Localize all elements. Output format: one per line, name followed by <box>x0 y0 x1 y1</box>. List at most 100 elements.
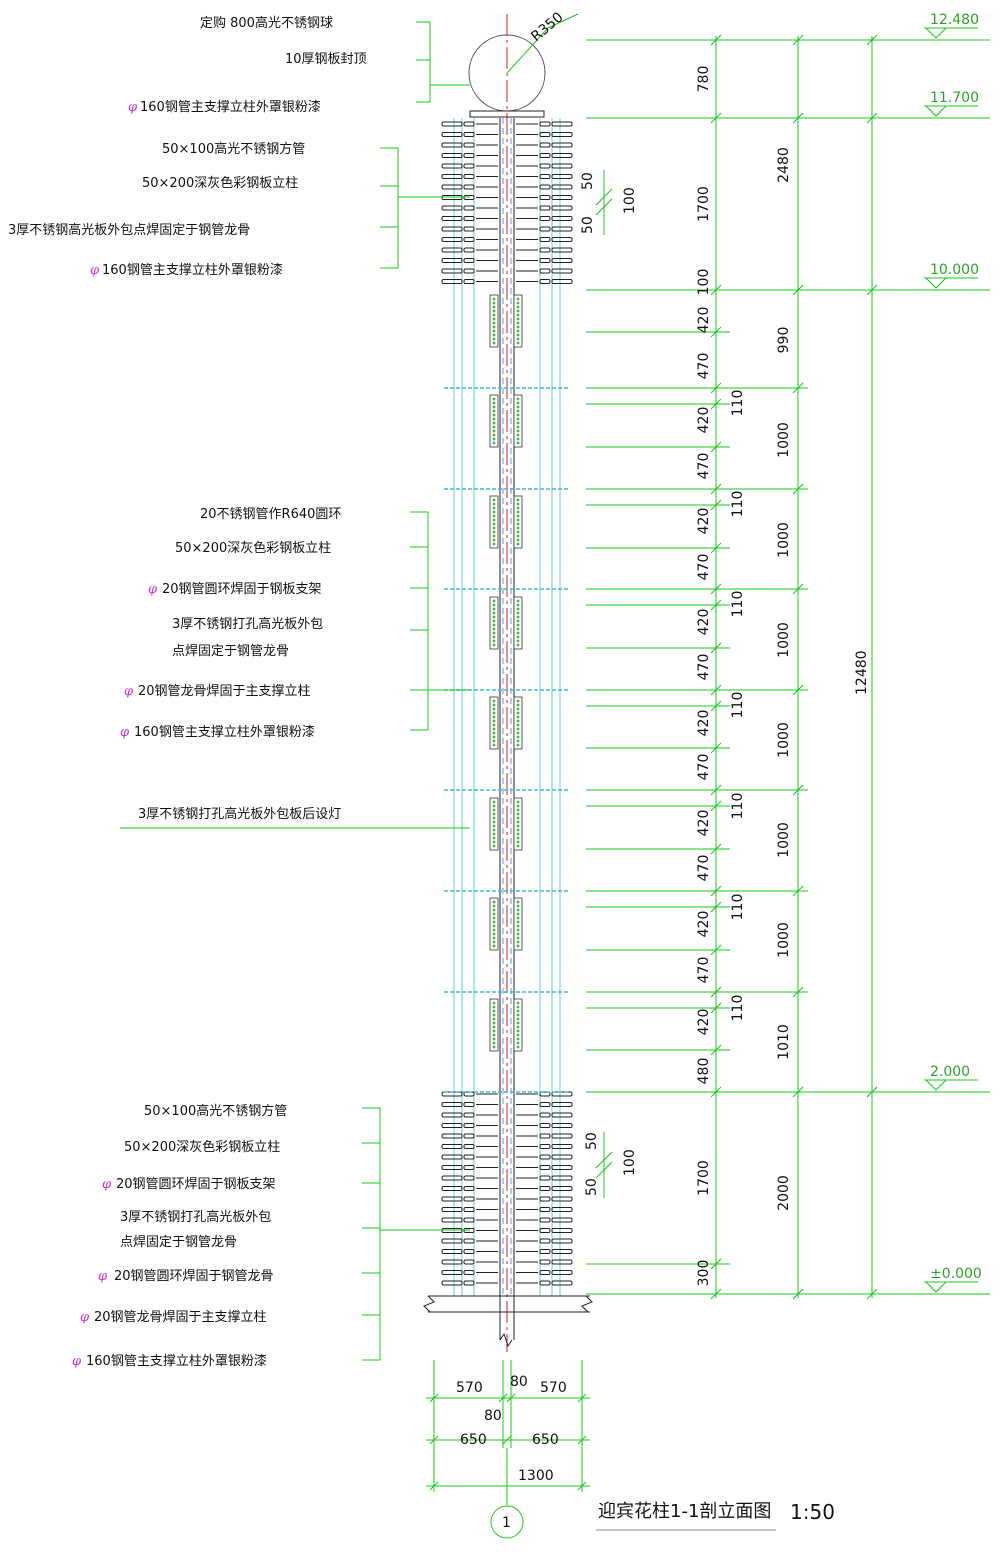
dim-col1-value: 470 <box>696 957 712 984</box>
elevation-triangle-icon <box>924 27 948 39</box>
dim-tick <box>710 885 722 897</box>
perforation-dot <box>516 530 520 534</box>
square-tube-segment <box>551 247 573 253</box>
note-ring-welded: 20钢管圆环焊固于钢板支架 <box>162 581 322 597</box>
square-tube-segment <box>441 163 463 169</box>
perforation-dot <box>492 341 496 345</box>
note-keel-welded: 20钢管龙骨焊固于主支撑立柱 <box>94 1309 267 1325</box>
perforation-dot <box>492 309 496 313</box>
square-tube-segment <box>463 1123 475 1128</box>
perforation-dot <box>492 510 496 514</box>
dim-tick <box>866 1086 878 1098</box>
perforation-dot <box>516 932 520 936</box>
note-ring-welded: 20钢管圆环焊固于钢板支架 <box>116 1176 276 1192</box>
perforation-dot <box>516 510 520 514</box>
perforation-dot <box>492 1017 496 1021</box>
perforated-panel <box>489 696 499 750</box>
square-tube-segment <box>463 174 475 179</box>
square-tube-segment <box>463 1186 475 1191</box>
perforation-dot <box>516 301 520 305</box>
perforation-dot <box>516 1037 520 1041</box>
perforation-dot <box>516 824 520 828</box>
note-main-pipe: 160钢管主支撑立柱外罩银粉漆 <box>102 262 283 278</box>
perforated-panel <box>513 596 523 650</box>
ring-bands <box>444 387 570 1093</box>
axis-bubble <box>490 1505 524 1539</box>
square-tube-segment <box>463 1259 475 1265</box>
dim-tick <box>866 34 878 46</box>
dim-tick <box>710 1044 722 1056</box>
square-tube-segment <box>441 226 463 232</box>
perforation-dot <box>516 333 520 337</box>
perforation-dot <box>492 928 496 932</box>
dim-col3-value: 990 <box>776 327 792 354</box>
square-tube-segment <box>463 1154 475 1160</box>
perforation-dot <box>492 739 496 743</box>
dim-tick <box>710 684 722 696</box>
square-tube-segment <box>551 268 573 274</box>
perforation-dot <box>516 916 520 920</box>
perforated-panel <box>513 696 523 750</box>
note-main-pipe: 160钢管主支撑立柱外罩银粉漆 <box>86 1353 267 1369</box>
note-main-pipe: 160钢管主支撑立柱外罩银粉漆 <box>140 99 321 115</box>
square-tube-segment <box>551 279 573 284</box>
elevation-label: 12.480 <box>930 12 979 28</box>
square-tube-segment <box>463 1249 475 1254</box>
square-tube-segment <box>463 153 475 158</box>
perforation-dot <box>516 611 520 615</box>
perforation-dot <box>516 912 520 916</box>
dim-col3-value: 1000 <box>776 822 792 858</box>
radius-leader-tail <box>547 13 579 29</box>
perforation-dot <box>516 337 520 341</box>
perforation-dot <box>516 429 520 433</box>
total-height-label: 12480 <box>854 650 870 695</box>
square-tube-segment <box>539 195 551 200</box>
square-tube-segment <box>539 184 551 190</box>
perforation-dot <box>516 840 520 844</box>
dim-tick <box>710 1086 722 1098</box>
dim-tick <box>710 326 722 338</box>
radius-leader-line <box>506 27 549 74</box>
dim-tick <box>866 284 878 296</box>
perforation-dot <box>492 615 496 619</box>
square-tube-segment <box>551 237 573 242</box>
square-tube-segment <box>441 1186 463 1191</box>
square-tube-segment <box>551 1144 573 1149</box>
lower-square-tube-zone <box>441 1091 573 1286</box>
square-tube-segment <box>539 247 551 253</box>
square-tube-segment <box>441 1280 463 1286</box>
square-tube-segment <box>551 184 573 190</box>
square-tube-segment <box>463 1238 475 1244</box>
perforation-dot <box>516 321 520 325</box>
perforation-dot <box>492 599 496 603</box>
perforation-dot <box>492 932 496 936</box>
perforated-panel <box>489 596 499 650</box>
dim-tick <box>792 34 804 46</box>
dim-col3-value: 1000 <box>776 722 792 758</box>
perforation-dot <box>492 542 496 546</box>
dim-tick <box>710 483 722 495</box>
perforation-dot <box>492 1041 496 1045</box>
dim-tick <box>792 583 804 595</box>
perforation-dot <box>516 816 520 820</box>
perforation-dot <box>516 743 520 747</box>
square-tube-segment <box>539 216 551 221</box>
panel-detail-lower: 50 100 50 <box>584 1132 638 1198</box>
square-tube-segment <box>551 1102 573 1107</box>
perforation-dot <box>516 900 520 904</box>
perforated-panel <box>513 394 523 448</box>
square-tube-segment <box>441 1207 463 1212</box>
dim-tick <box>792 284 804 296</box>
dim-col3-value: 2480 <box>776 147 792 183</box>
dim-tick <box>792 382 804 394</box>
perforation-dot <box>492 944 496 948</box>
square-tube-segment <box>441 1154 463 1160</box>
perforation-dot <box>516 920 520 924</box>
perforation-dot <box>492 1001 496 1005</box>
dim-tick <box>710 1258 722 1270</box>
perforation-dot <box>492 502 496 506</box>
square-tube-segment <box>441 205 463 211</box>
square-tube-segment <box>539 1217 551 1223</box>
square-tube-segment <box>441 1217 463 1223</box>
